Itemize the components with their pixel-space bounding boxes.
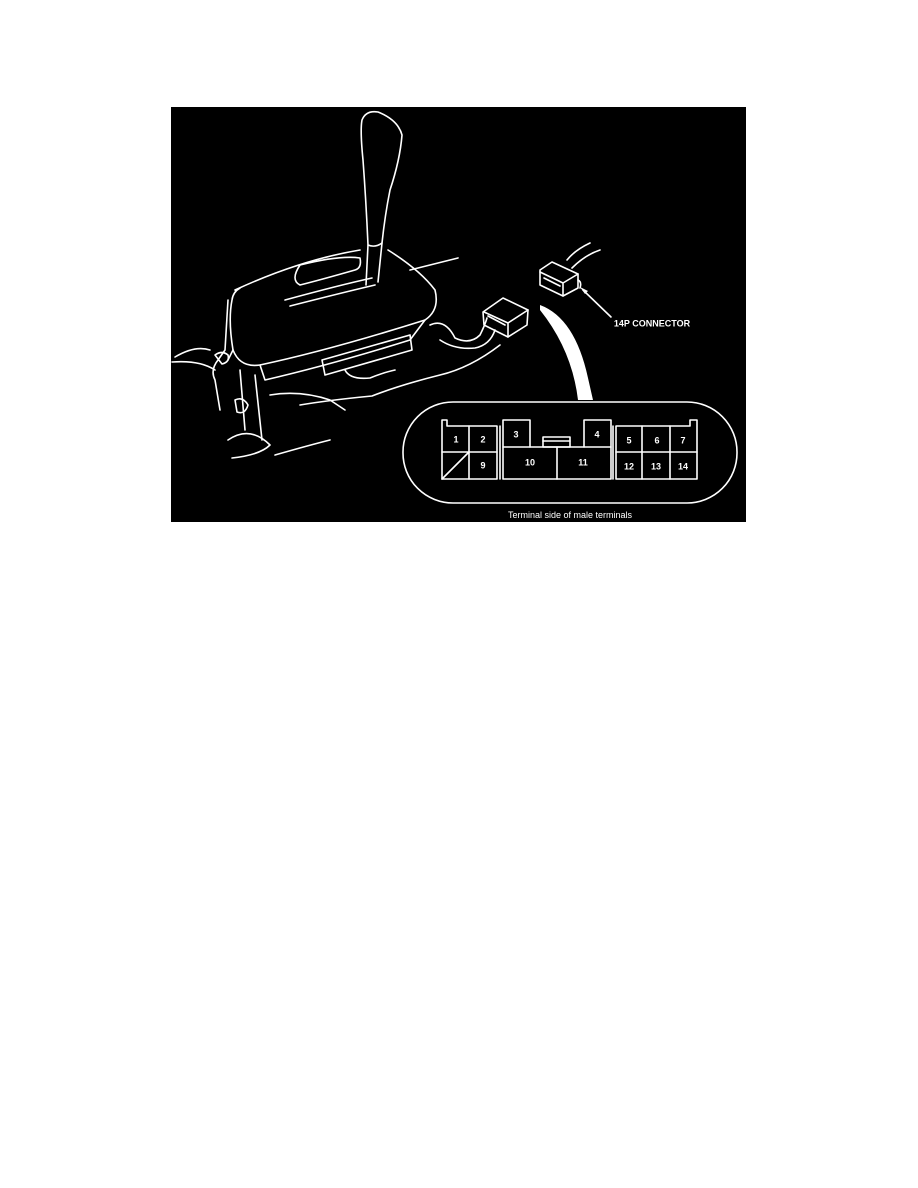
terminal-1: 1	[453, 434, 458, 444]
terminal-diagram-outline	[402, 401, 738, 504]
terminal-14: 14	[678, 461, 688, 471]
terminal-10: 10	[525, 457, 535, 467]
connector-callout-label: 14P CONNECTOR	[614, 318, 691, 328]
terminal-4: 4	[594, 429, 599, 439]
terminal-13: 13	[651, 461, 661, 471]
terminal-diagram: 1 2 3 4 5 6 7 9 10 11 12 13 14	[402, 401, 738, 504]
figure-background	[171, 107, 746, 522]
terminal-5: 5	[626, 435, 631, 445]
terminal-9: 9	[480, 460, 485, 470]
terminal-3: 3	[513, 429, 518, 439]
shift-lever-illustration	[171, 110, 612, 459]
figure-caption: Terminal side of male terminals	[508, 510, 633, 520]
terminal-12: 12	[624, 461, 634, 471]
terminal-6: 6	[654, 435, 659, 445]
terminal-11: 11	[578, 457, 588, 467]
terminal-7: 7	[680, 435, 685, 445]
terminal-2: 2	[480, 434, 485, 444]
